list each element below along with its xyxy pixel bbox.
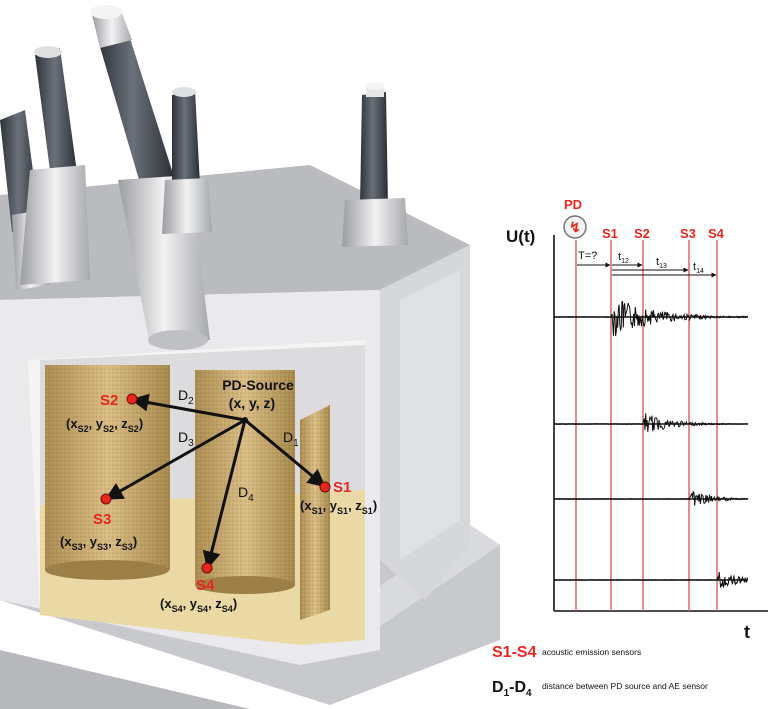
label-d1: D1 bbox=[283, 429, 299, 449]
base-foot bbox=[0, 650, 250, 709]
time-question-label: T=? bbox=[578, 250, 597, 262]
sensor-dot-s1 bbox=[319, 481, 331, 493]
y-axis-label: U(t) bbox=[506, 227, 535, 246]
signal-plot: ↯ PD U(t) t S1 S2 S3 S4 T=? t12 t13 t14 bbox=[506, 197, 768, 642]
marker-label-s2: S2 bbox=[634, 226, 650, 241]
pd-icon-symbol: ↯ bbox=[569, 219, 581, 235]
pd-source-point bbox=[242, 417, 248, 423]
legend-desc-distances: distance between PD source and AE sensor bbox=[542, 681, 708, 691]
bushing-left-back bbox=[20, 46, 90, 285]
winding-center bbox=[195, 370, 295, 594]
marker-label-s4: S4 bbox=[708, 226, 725, 241]
sensor-coords-s3: (xS3, yS3, zS3) bbox=[60, 534, 137, 552]
sensor-label-s3: S3 bbox=[93, 511, 111, 528]
pd-source-coords: (x, y, z) bbox=[229, 395, 275, 411]
sensor-label-s4: S4 bbox=[196, 577, 215, 594]
legend-key-sensors: S1-S4 bbox=[492, 644, 537, 661]
sensor-dot-s3 bbox=[100, 493, 112, 505]
arrow-d2 bbox=[130, 393, 246, 422]
sensor-label-s1: S1 bbox=[333, 479, 351, 496]
tank-top bbox=[0, 165, 470, 300]
x-axis-label: t bbox=[744, 622, 750, 642]
legend-key-distances: D1-D4 bbox=[492, 679, 532, 699]
winding-right bbox=[300, 405, 330, 620]
delay-label-t12: t12 bbox=[618, 251, 629, 265]
sensor-dot-s4 bbox=[201, 562, 213, 574]
bushing-mid-back bbox=[162, 87, 212, 234]
legend-desc-sensors: acoustic emission sensors bbox=[542, 647, 641, 657]
label-d2: D2 bbox=[178, 387, 194, 407]
delay-label-t14: t14 bbox=[693, 261, 704, 275]
bushing-right bbox=[342, 82, 408, 247]
pd-label: PD bbox=[564, 197, 582, 212]
trace-s2 bbox=[553, 413, 748, 433]
marker-label-s3: S3 bbox=[680, 226, 696, 241]
trace-s1 bbox=[554, 300, 749, 337]
pd-source-title: PD-Source bbox=[222, 377, 294, 393]
label-d4: D4 bbox=[238, 484, 254, 504]
side-cutaway bbox=[400, 270, 460, 560]
marker-label-s1: S1 bbox=[602, 226, 618, 241]
legend: S1-S4 acoustic emission sensors D1-D4 di… bbox=[492, 644, 708, 699]
sensor-label-s2: S2 bbox=[100, 392, 118, 409]
arrow-d1 bbox=[244, 418, 326, 488]
delay-label-t13: t13 bbox=[656, 256, 667, 270]
transformer-illustration: PD-Source (x, y, z) D2 D3 D4 D1 S2 (xS2,… bbox=[0, 5, 500, 709]
distance-arrows bbox=[104, 393, 326, 570]
arrow-d4 bbox=[202, 419, 247, 570]
pd-icon bbox=[563, 215, 587, 239]
arrow-d3 bbox=[104, 418, 246, 500]
label-d3: D3 bbox=[178, 429, 194, 449]
signal-traces bbox=[553, 300, 749, 589]
sensor-coords-s2: (xS2, yS2, zS2) bbox=[66, 416, 143, 434]
sensor-dot-s2 bbox=[126, 393, 138, 405]
